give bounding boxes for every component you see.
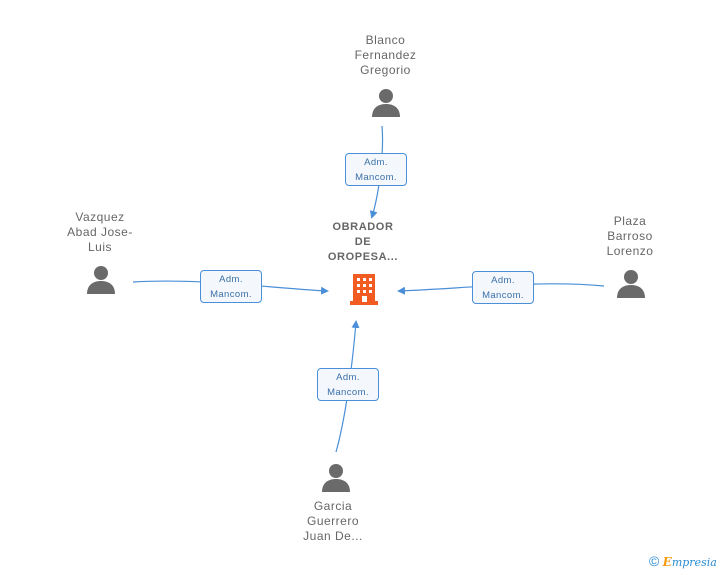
role-badge-bottom[interactable]: Adm. Mancom. — [317, 368, 379, 401]
brand-initial: E — [662, 555, 672, 569]
role-label: Adm. — [336, 372, 360, 383]
person-name[interactable]: Blanco Fernandez Gregorio — [354, 33, 417, 77]
person-name[interactable]: Garcia Guerrero Juan De... — [303, 499, 363, 543]
brand-name: mpresia — [671, 556, 717, 569]
person-node-top[interactable]: Blanco Fernandez Gregorio — [333, 33, 438, 78]
role-label: Mancom. — [327, 387, 369, 398]
company-name[interactable]: OBRADOR DE OROPESA... — [327, 221, 399, 263]
brand-footer[interactable]: © Empresia — [649, 553, 717, 569]
person-icon[interactable] — [86, 265, 116, 295]
person-name[interactable]: Vazquez Abad Jose- Luis — [67, 210, 133, 254]
role-label: Adm. — [219, 274, 243, 285]
person-node-left[interactable]: Vazquez Abad Jose- Luis — [50, 210, 150, 255]
role-label: Mancom. — [355, 172, 397, 183]
person-node-bottom[interactable]: Garcia Guerrero Juan De... — [283, 499, 383, 544]
person-name[interactable]: Plaza Barroso Lorenzo — [606, 214, 654, 258]
role-badge-left[interactable]: Adm. Mancom. — [200, 270, 262, 303]
role-badge-top[interactable]: Adm. Mancom. — [345, 153, 407, 186]
building-icon[interactable] — [348, 272, 380, 306]
person-icon[interactable] — [371, 88, 401, 118]
role-label: Adm. — [364, 157, 388, 168]
person-node-right[interactable]: Plaza Barroso Lorenzo — [580, 214, 680, 259]
role-badge-right[interactable]: Adm. Mancom. — [472, 271, 534, 304]
role-label: Adm. — [491, 275, 515, 286]
role-label: Mancom. — [210, 289, 252, 300]
copyright-symbol: © — [649, 553, 660, 569]
person-icon[interactable] — [616, 269, 646, 299]
person-icon[interactable] — [321, 463, 351, 493]
role-label: Mancom. — [482, 290, 524, 301]
